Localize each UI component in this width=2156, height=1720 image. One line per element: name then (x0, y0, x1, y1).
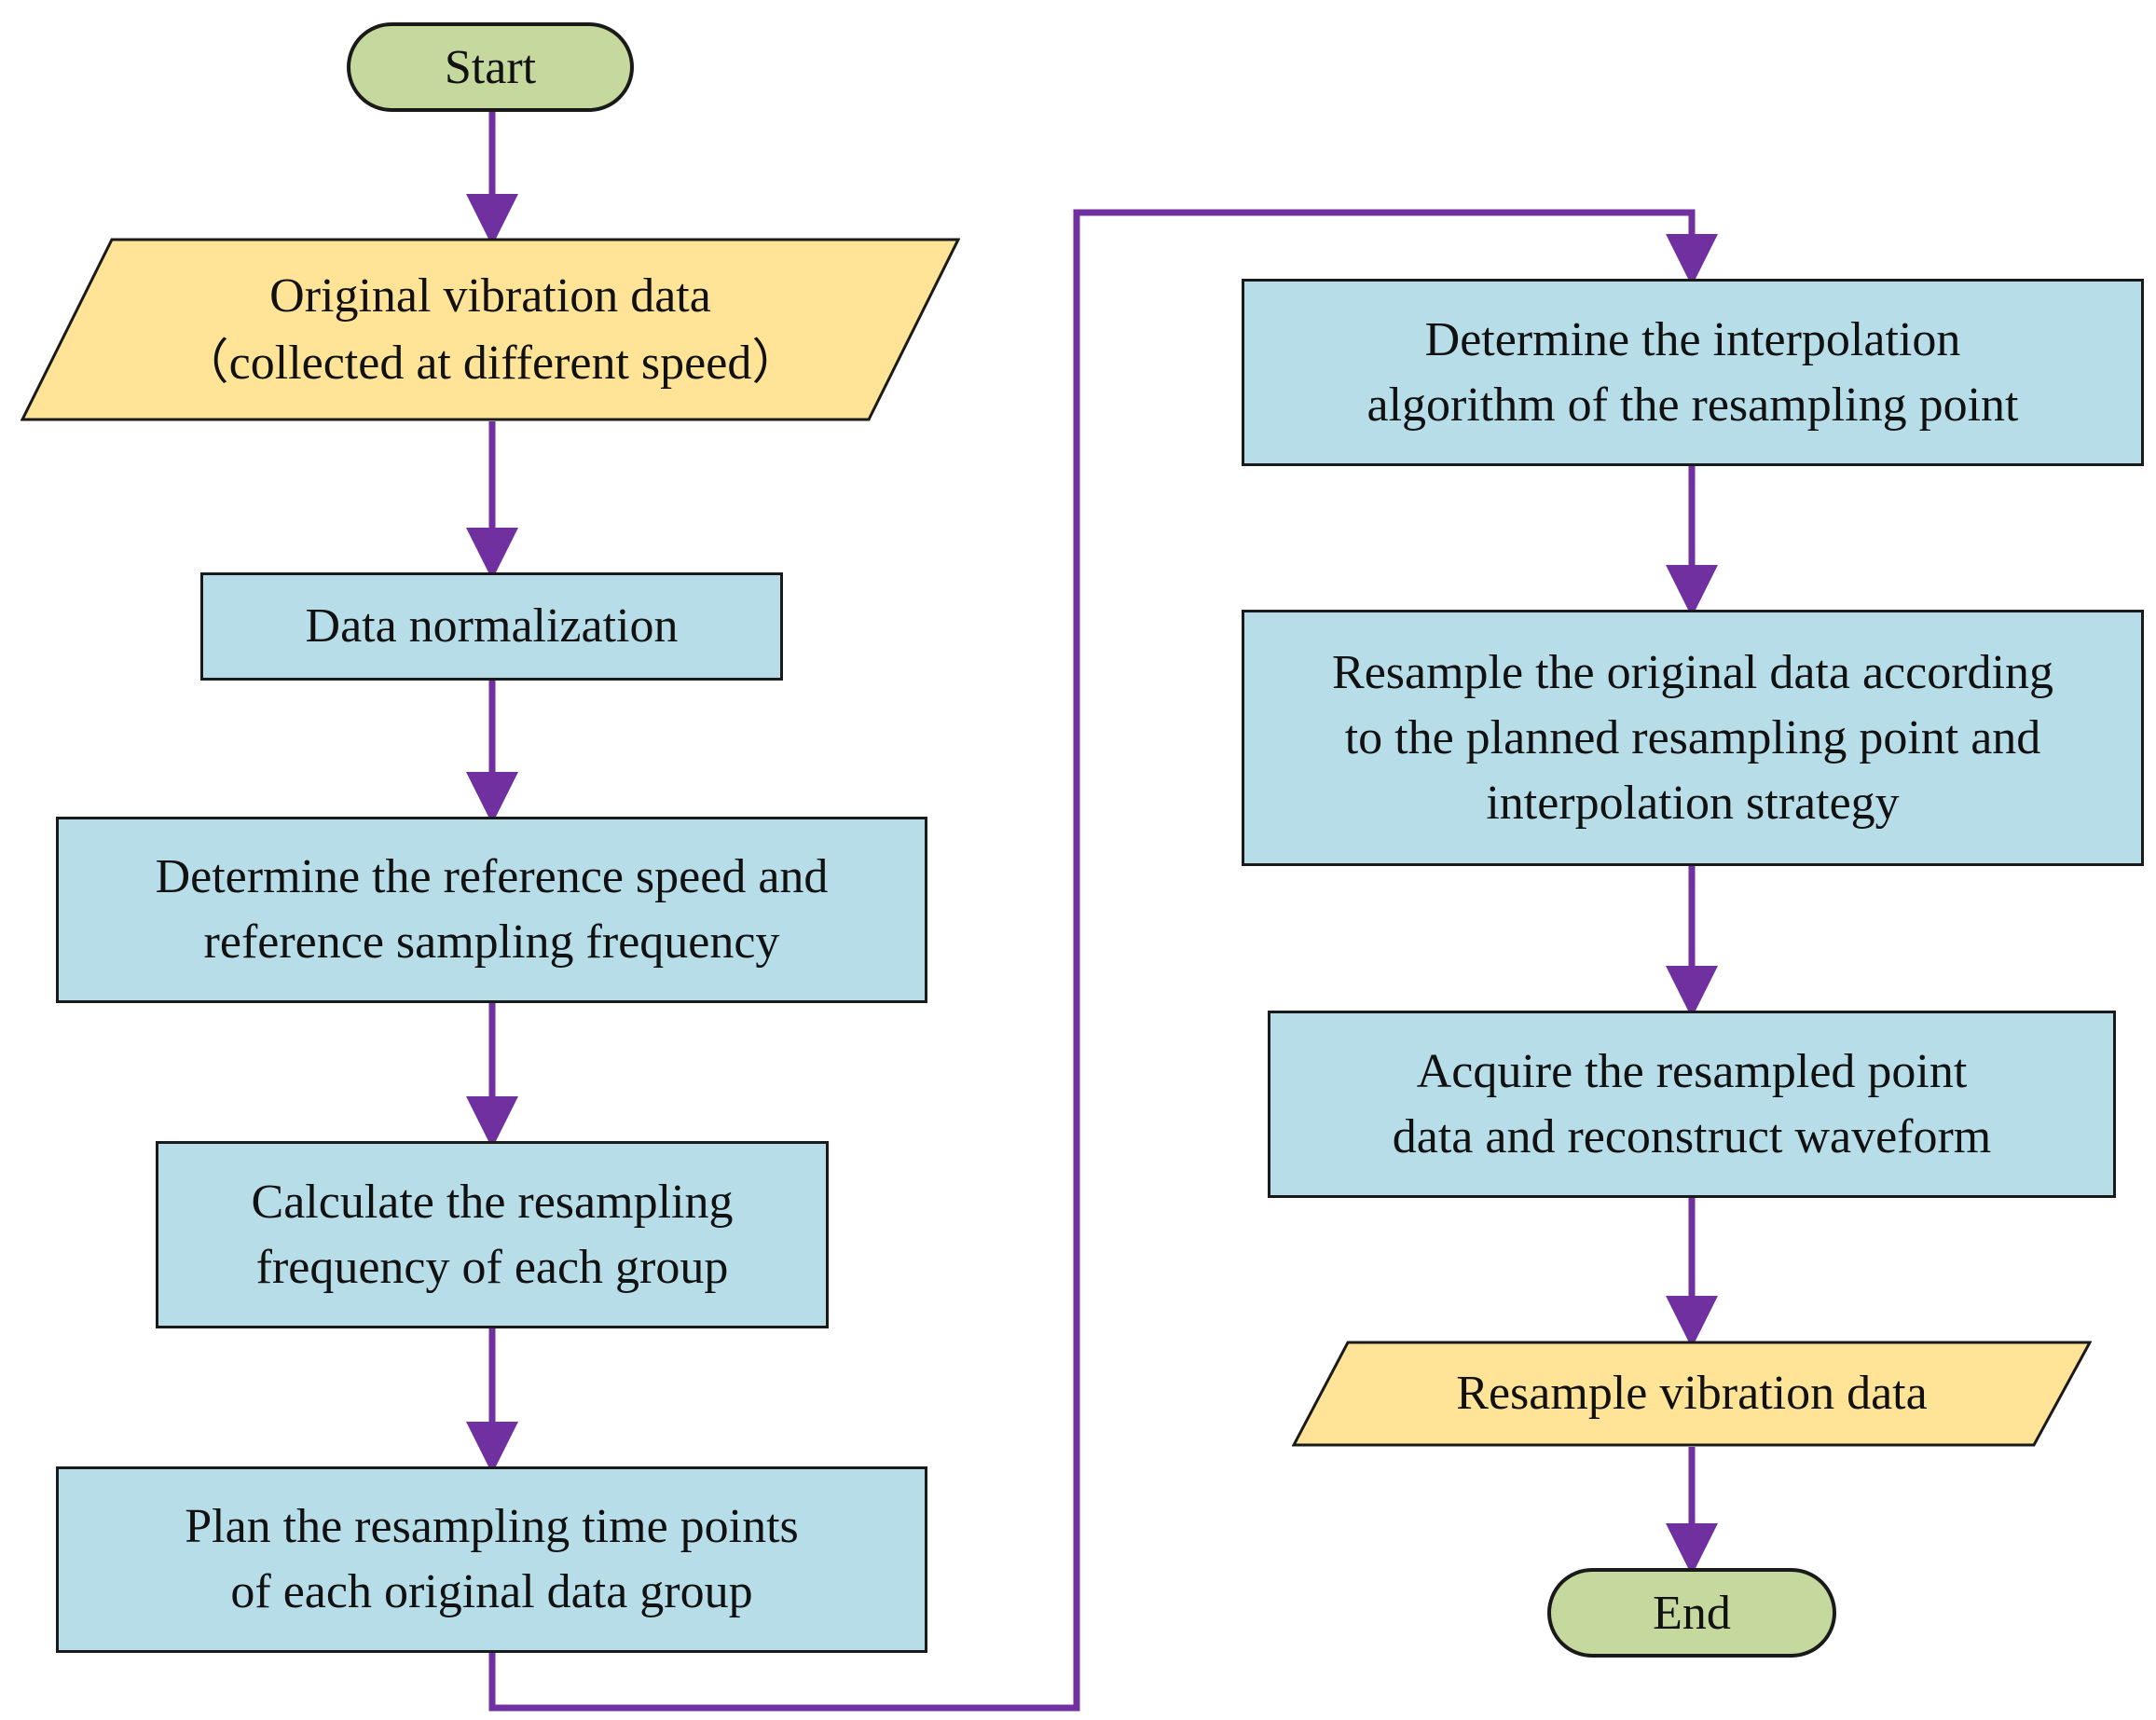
interpolation-line-1: Determine the interpolation (1424, 312, 1961, 366)
acquire-reconstruct-box: Acquire the resampled point data and rec… (1268, 1011, 2116, 1198)
output-label: Resample vibration data (1456, 1367, 1928, 1420)
interpolation-algorithm-box: Determine the interpolation algorithm of… (1242, 279, 2144, 466)
input-data-text: Original vibration data （collected at di… (21, 238, 960, 421)
plan-time-points-box: Plan the resampling time points of each … (56, 1466, 927, 1653)
reference-line-1: Determine the reference speed and (155, 850, 829, 903)
input-data-parallelogram: Original vibration data （collected at di… (21, 238, 960, 421)
plan-line-2: of each original data group (230, 1565, 753, 1618)
acquire-line-1: Acquire the resampled point (1416, 1044, 1968, 1098)
interpolation-line-2: algorithm of the resampling point (1366, 378, 2019, 432)
data-normalization-box: Data normalization (200, 572, 783, 681)
resample-line-3: interpolation strategy (1486, 776, 1900, 830)
resample-line-2: to the planned resampling point and (1344, 710, 2041, 764)
start-label: Start (444, 40, 537, 94)
output-data-text: Resample vibration data (1292, 1341, 2092, 1447)
reference-speed-box: Determine the reference speed and refere… (56, 817, 927, 1003)
output-data-parallelogram: Resample vibration data (1292, 1341, 2092, 1447)
end-label: End (1653, 1586, 1731, 1640)
calculate-frequency-box: Calculate the resampling frequency of ea… (156, 1141, 829, 1328)
data-normalization-label: Data normalization (305, 599, 679, 653)
calculate-line-1: Calculate the resampling (251, 1175, 734, 1229)
reference-line-2: reference sampling frequency (203, 915, 780, 969)
end-terminal: End (1547, 1568, 1836, 1658)
input-line-1: Original vibration data (269, 268, 711, 323)
start-terminal: Start (347, 22, 634, 112)
acquire-line-2: data and reconstruct waveform (1392, 1109, 1992, 1163)
calculate-line-2: frequency of each group (255, 1240, 729, 1294)
input-line-2: （collected at different speed） (180, 336, 801, 390)
arrow-plan-to-interpolation (488, 209, 1718, 1712)
resample-original-data-box: Resample the original data according to … (1242, 610, 2144, 866)
resample-line-1: Resample the original data according (1332, 645, 2053, 699)
plan-line-1: Plan the resampling time points (185, 1500, 799, 1553)
input-parallelogram-shape (21, 238, 960, 421)
output-parallelogram-shape (1292, 1341, 2092, 1447)
